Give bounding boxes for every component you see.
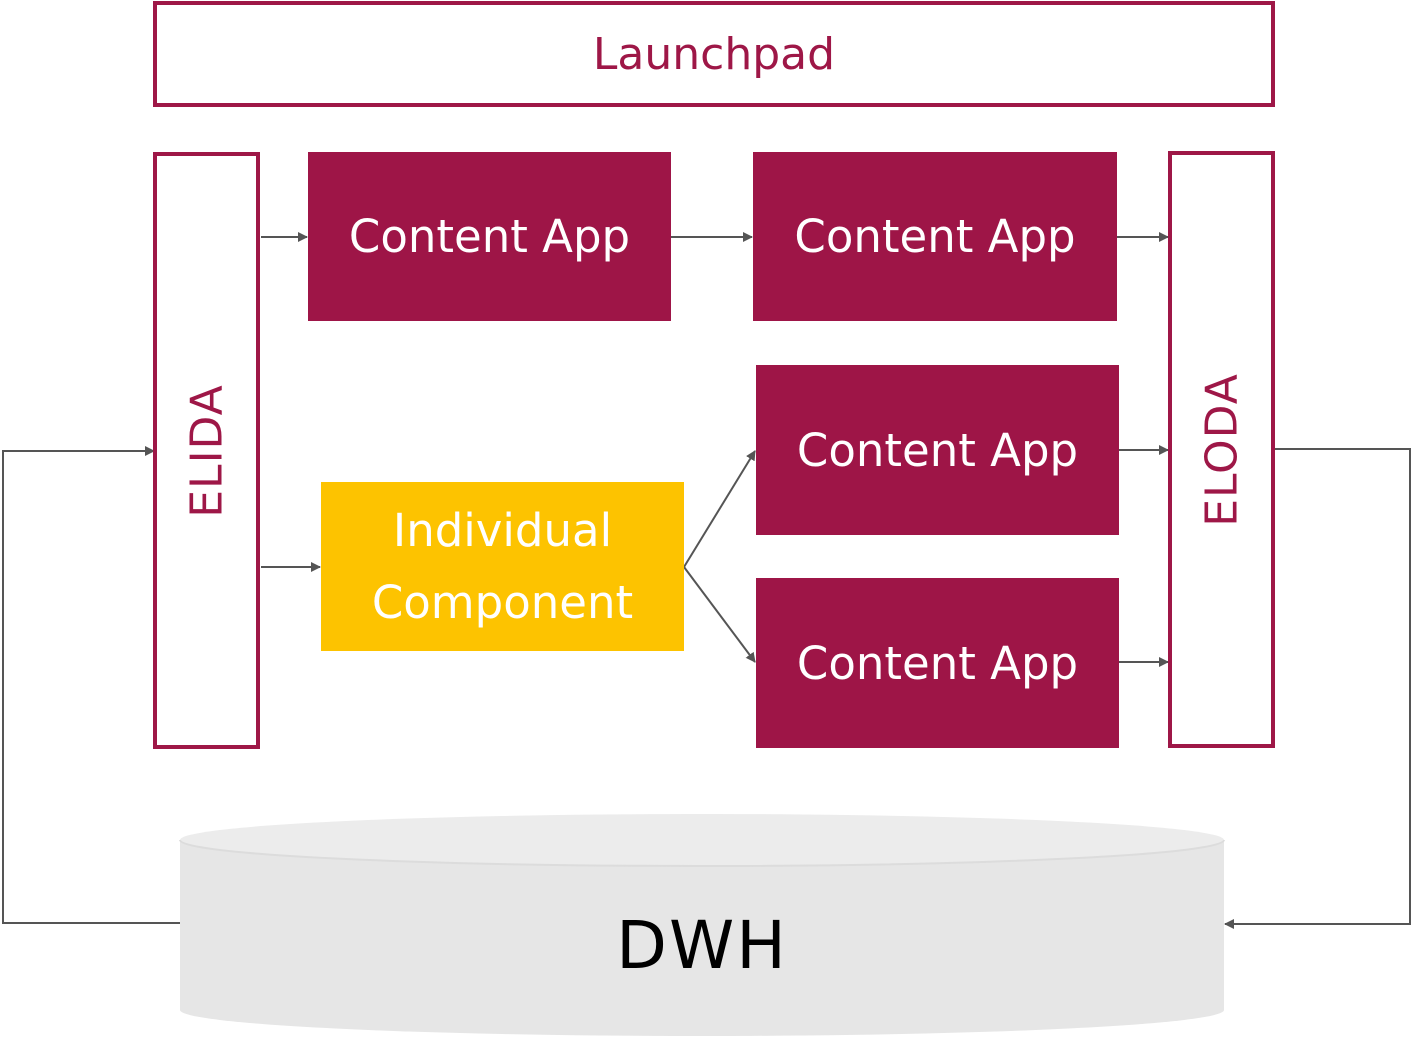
content-app-2: Content App [753,152,1117,321]
arrow-eloda-to-dwh [1224,448,1411,929]
launchpad-box: Launchpad [153,1,1275,107]
launchpad-label: Launchpad [592,28,836,80]
elida-box: ELIDA [153,152,260,749]
arrow-component-to-app4 [683,566,756,663]
dwh-database [179,814,1225,1036]
eloda-box: ELODA [1168,151,1275,748]
content-app-label: Content App [348,210,631,263]
content-app-label: Content App [796,423,1079,477]
arrow-dwh-to-elida [2,446,180,924]
content-app-3: Content App [756,365,1119,535]
individual-component-box: Individual Component [321,482,684,651]
individual-component-line1: Individual [392,503,613,557]
arrow-component-to-app3 [683,450,756,568]
content-app-label: Content App [794,210,1076,263]
content-app-4: Content App [756,578,1119,748]
elida-label: ELIDA [181,383,232,518]
content-app-1: Content App [308,152,671,321]
content-app-label: Content App [796,636,1079,690]
eloda-label: ELODA [1196,372,1247,527]
dwh-label: DWH [616,906,788,984]
individual-component-line2: Component [371,575,634,629]
